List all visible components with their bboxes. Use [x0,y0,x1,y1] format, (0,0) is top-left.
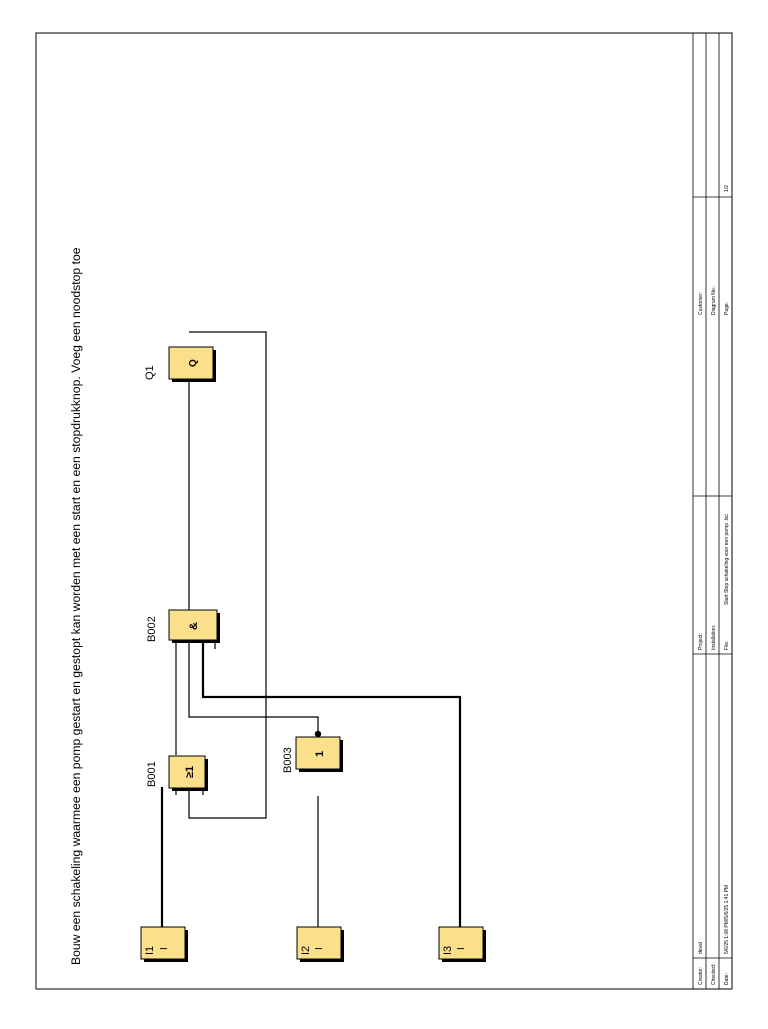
diagram-no-label: Diagram No.: [711,286,717,315]
page-title: Bouw een schakeling waarmee een pomp ges… [69,247,83,965]
page-border [35,32,733,990]
block-symbol-i2: I [314,947,325,950]
creator-label: Creator: [698,967,704,985]
block-symbol-b001: ≥1 [184,766,196,778]
checked-label: Checked: [711,964,717,985]
file-value: Start Stop schakeling voor een pomp .lsc [724,514,730,605]
customer-label: Customer: [698,292,704,315]
or-block-b001[interactable]: ≥1 [168,755,208,791]
block-symbol-i3: I [456,947,467,950]
label-q1: Q1 [144,365,156,380]
input-block-i3[interactable]: I [438,926,486,962]
label-b001: B001 [146,761,158,787]
block-symbol-i1: I [159,947,170,950]
output-block-q1[interactable]: Q [168,346,216,382]
block-symbol-q1: Q [188,359,199,367]
not-block-b003[interactable]: 1 [295,736,343,772]
input-block-i2[interactable]: I [296,926,344,962]
page-label: Page: [724,302,730,315]
wires [160,331,462,932]
title-block: Creator: Checked: Date: deval 5/6/25 1:0… [692,33,732,989]
creator-value: deval [698,942,704,954]
label-i1: I1 [144,946,156,955]
label-b003: B003 [282,747,294,773]
and-block-b002[interactable]: & [168,609,220,643]
file-label: File: [724,641,730,650]
date-value: 5/6/25 1:08 PM/5/6/25 1:41 PM [724,885,730,954]
label-b002: B002 [146,616,158,642]
project-label: Project: [698,633,704,650]
block-symbol-b002: & [188,622,200,630]
label-i3: I3 [442,946,454,955]
installation-label: Installation: [711,625,717,650]
page-value: 1/2 [724,185,730,192]
date-label: Date: [724,973,730,985]
block-symbol-b003: 1 [314,751,326,757]
input-block-i1[interactable]: I [140,926,188,962]
label-i2: I2 [300,946,312,955]
negation-dot [314,730,322,738]
